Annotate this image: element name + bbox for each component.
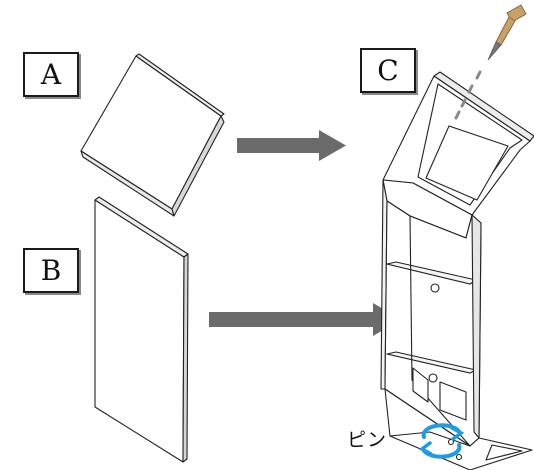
- pin-label: ピン: [347, 429, 388, 451]
- pin-screw: [454, 4, 527, 120]
- label-a: A: [23, 52, 79, 97]
- arrow-b-to-c: [209, 303, 401, 336]
- rotate-icon: [418, 423, 465, 459]
- part-a-panel: [80, 53, 225, 217]
- label-b: B: [23, 248, 79, 293]
- part-b-panel: [94, 196, 189, 463]
- part-c-stand: [380, 71, 534, 470]
- arrow-a-to-c: [237, 130, 346, 161]
- label-c: C: [360, 48, 416, 93]
